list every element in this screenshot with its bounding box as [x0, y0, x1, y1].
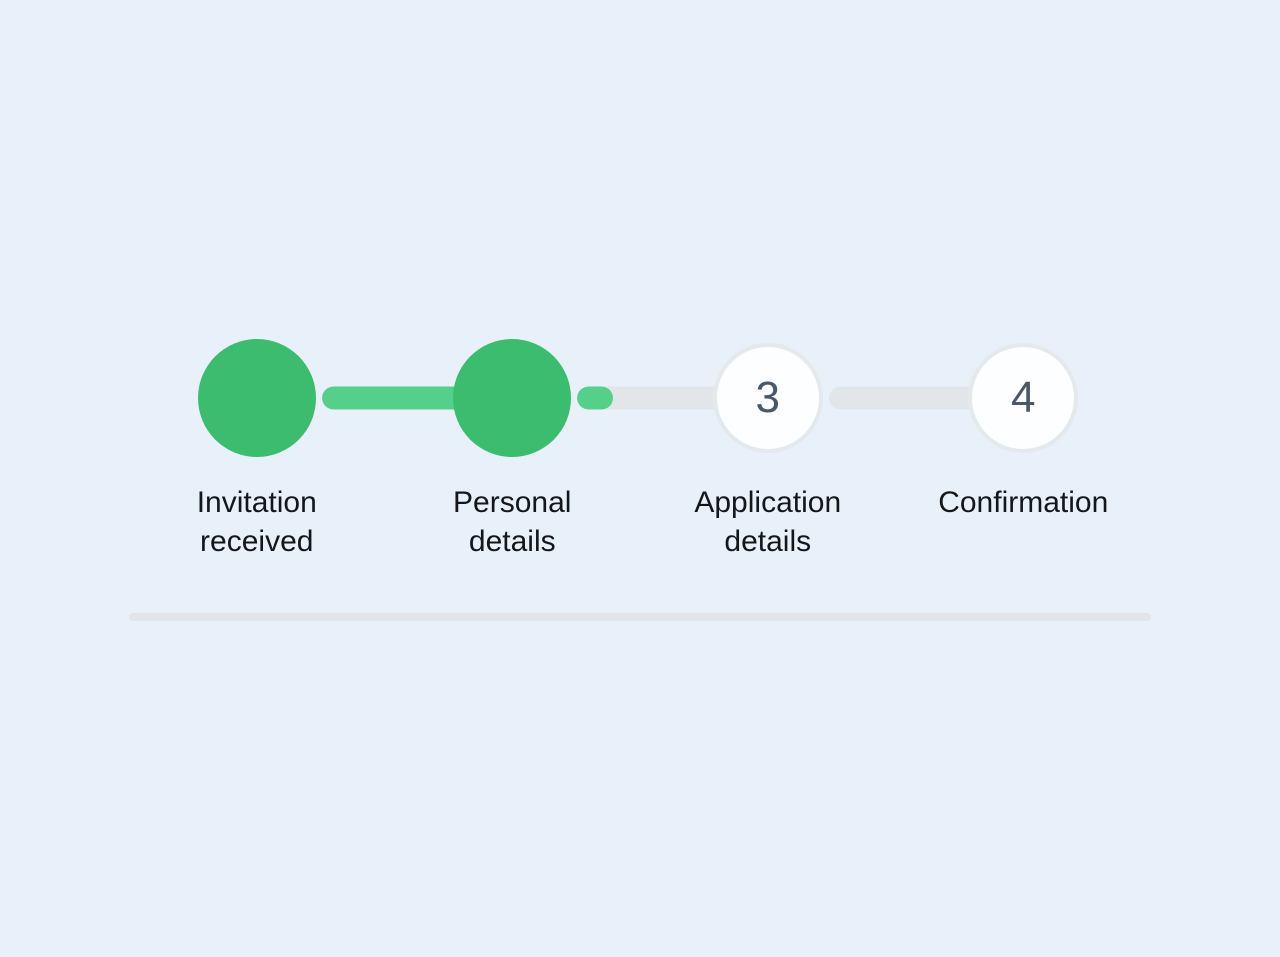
- stepper-marker-row-1: [129, 330, 490, 465]
- stepper-marker-row-2: [385, 330, 746, 465]
- step-circle-4[interactable]: 4: [968, 342, 1079, 453]
- step-connector-fill-2: [577, 386, 613, 409]
- stepper-marker-row-3: 3: [640, 330, 995, 465]
- stepper-step-2[interactable]: Personal details: [385, 330, 746, 561]
- step-circle-2[interactable]: [453, 338, 572, 457]
- stepper-step-3[interactable]: 3 Application details: [640, 330, 995, 561]
- step-number-4: 4: [1011, 372, 1036, 422]
- stepper-step-1[interactable]: Invitation received: [129, 330, 490, 561]
- step-connector-3: [828, 386, 995, 409]
- step-circle-3[interactable]: 3: [712, 342, 823, 453]
- progress-stepper: Invitation received Personal details 3: [129, 330, 1151, 561]
- stepper-marker-row-4: 4: [896, 330, 1152, 465]
- step-label-1: Invitation received: [196, 486, 317, 558]
- stepper-step-4[interactable]: 4 Confirmation: [896, 330, 1152, 522]
- stepper-track: Invitation received Personal details 3: [129, 330, 1151, 561]
- step-connector-1: [321, 386, 490, 409]
- step-label-4: Confirmation: [938, 486, 1109, 519]
- step-connector-2: [577, 386, 746, 409]
- step-label-2: Personal details: [453, 486, 572, 558]
- step-number-3: 3: [755, 372, 780, 422]
- step-connector-fill-1: [321, 386, 490, 409]
- step-circle-1[interactable]: [197, 338, 316, 457]
- section-divider: [129, 613, 1151, 621]
- step-label-3: Application details: [694, 486, 842, 558]
